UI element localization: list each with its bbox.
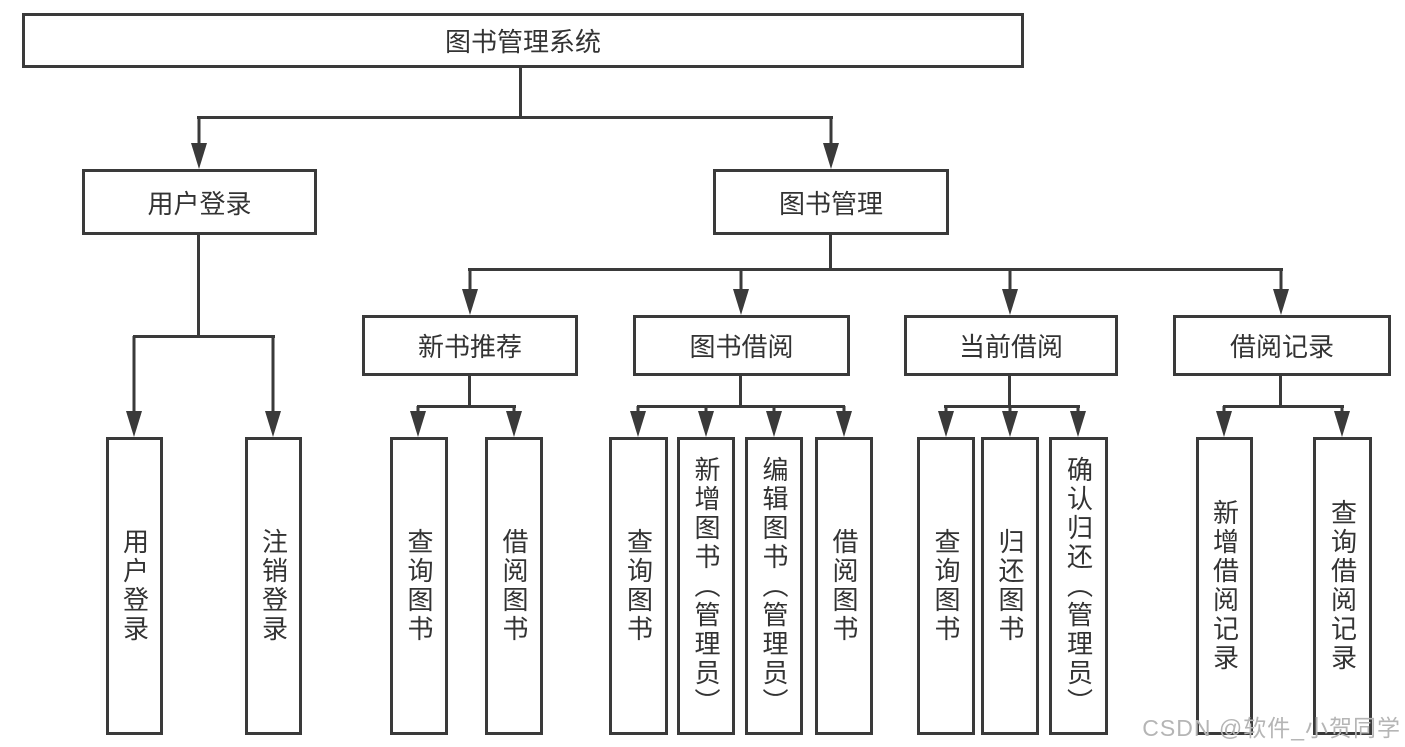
node-leaf-bb-borrow-book: 借阅图书 — [815, 437, 873, 735]
connector-bb-branch — [637, 405, 845, 408]
connector-root-branch — [197, 116, 833, 119]
arrowhead-down-icon — [1002, 269, 1018, 315]
node-label: 注销登录 — [258, 528, 289, 644]
connector-rec-stem — [468, 376, 471, 407]
node-leaf-bb-query-book: 查询图书 — [609, 437, 668, 735]
connector-rec-branch — [417, 405, 516, 408]
node-label: 查询借阅记录 — [1327, 499, 1358, 673]
node-leaf-rec-borrow-book: 借阅图书 — [485, 437, 543, 735]
arrowhead-down-icon — [766, 406, 782, 437]
arrowhead-down-icon — [823, 117, 839, 169]
node-leaf-user-login: 用户登录 — [106, 437, 163, 735]
arrowhead-down-icon — [265, 336, 281, 437]
arrowhead-down-icon — [1216, 406, 1232, 437]
node-label: 借阅图书 — [829, 528, 860, 644]
arrowhead-down-icon — [462, 269, 478, 315]
node-leaf-cb-return-book: 归还图书 — [981, 437, 1039, 735]
node-leaf-bb-add-book: 新增图书（管理员） — [677, 437, 735, 735]
arrowhead-down-icon — [733, 269, 749, 315]
node-label: 查询图书 — [404, 528, 435, 644]
node-leaf-cb-query-book: 查询图书 — [917, 437, 975, 735]
node-label: 当前借阅 — [958, 332, 1063, 362]
node-label: 图书借阅 — [689, 332, 794, 362]
connector-cb-stem — [1008, 376, 1011, 407]
node-label: 新书推荐 — [417, 332, 522, 362]
connector-book-mgmt-branch — [468, 268, 1283, 271]
arrowhead-down-icon — [191, 117, 207, 169]
node-leaf-br-query-record: 查询借阅记录 — [1313, 437, 1372, 735]
node-current-borrow: 当前借阅 — [904, 315, 1118, 376]
node-new-book-recommend: 新书推荐 — [362, 315, 578, 376]
connector-user-login-stem — [197, 235, 200, 338]
node-leaf-rec-query-book: 查询图书 — [390, 437, 448, 735]
node-leaf-logout: 注销登录 — [245, 437, 302, 735]
arrowhead-down-icon — [630, 406, 646, 437]
connector-user-login-branch — [133, 335, 275, 338]
node-label: 借阅记录 — [1229, 332, 1334, 362]
connector-br-stem — [1279, 376, 1282, 407]
node-label: 新增图书（管理员） — [691, 455, 722, 717]
node-label: 借阅图书 — [499, 528, 530, 644]
node-label: 图书管理系统 — [444, 27, 601, 57]
node-book-management: 图书管理 — [713, 169, 949, 235]
node-label: 图书管理 — [778, 188, 883, 219]
node-label: 确认归还（管理员） — [1063, 455, 1094, 717]
arrowhead-down-icon — [126, 336, 142, 437]
node-label: 编辑图书（管理员） — [759, 455, 790, 717]
node-user-login: 用户登录 — [82, 169, 317, 235]
node-label: 用户登录 — [119, 528, 150, 644]
node-borrow-record: 借阅记录 — [1173, 315, 1391, 376]
arrowhead-down-icon — [1070, 406, 1086, 437]
connector-book-mgmt-stem — [829, 235, 832, 271]
node-label: 用户登录 — [147, 188, 252, 219]
node-leaf-bb-edit-book: 编辑图书（管理员） — [745, 437, 803, 735]
arrowhead-down-icon — [1334, 406, 1350, 437]
node-label: 归还图书 — [995, 528, 1026, 644]
node-label: 新增借阅记录 — [1209, 499, 1240, 673]
node-leaf-br-add-record: 新增借阅记录 — [1196, 437, 1253, 735]
arrowhead-down-icon — [1002, 406, 1018, 437]
arrowhead-down-icon — [506, 406, 522, 437]
node-leaf-cb-confirm-return: 确认归还（管理员） — [1049, 437, 1108, 735]
connector-bb-stem — [739, 376, 742, 407]
connector-br-branch — [1223, 405, 1344, 408]
arrowhead-down-icon — [1273, 269, 1289, 315]
node-label: 查询图书 — [623, 528, 654, 644]
arrowhead-down-icon — [836, 406, 852, 437]
node-label: 查询图书 — [931, 528, 962, 644]
connector-root-stem — [519, 68, 522, 119]
arrowhead-down-icon — [938, 406, 954, 437]
arrowhead-down-icon — [698, 406, 714, 437]
node-library-management-system: 图书管理系统 — [22, 13, 1024, 68]
arrowhead-down-icon — [410, 406, 426, 437]
csdn-watermark: CSDN @软件_小贺同学 — [1142, 715, 1401, 741]
node-book-borrow: 图书借阅 — [633, 315, 850, 376]
